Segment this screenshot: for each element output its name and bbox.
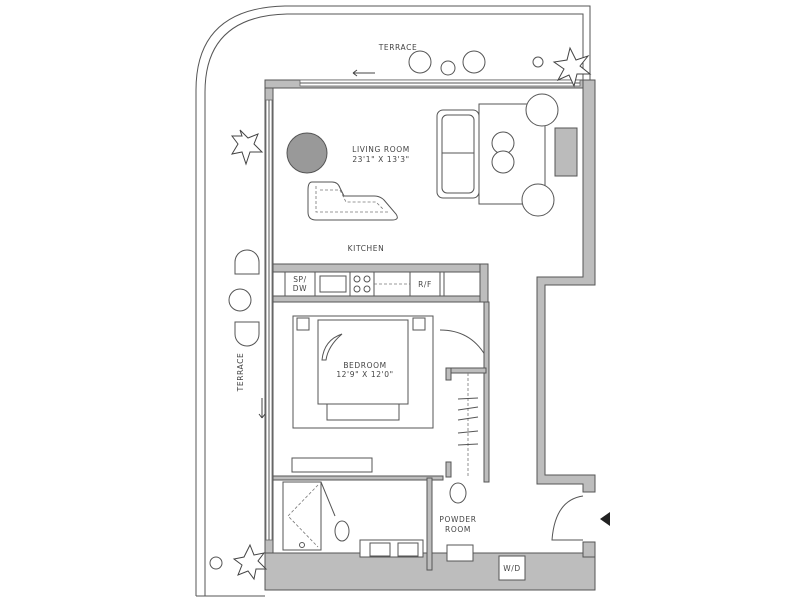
bed: [292, 315, 434, 429]
terrace-top-label: TERRACE: [378, 43, 418, 52]
entry-arrow-icon: [600, 512, 610, 526]
rf-label: R/F: [418, 280, 432, 289]
bedroom-door: [439, 302, 486, 480]
arrow-icon: [258, 69, 375, 419]
kitchen-label: KITCHEN: [348, 244, 385, 253]
closet: [445, 367, 487, 478]
terrace-furniture: [209, 50, 544, 570]
kitchen-counter: [272, 263, 489, 303]
living-room-dims: 23'1" X 13'3": [352, 155, 409, 164]
round-table: [286, 132, 328, 174]
bedroom-dims: 12'9" X 12'0": [336, 370, 393, 379]
sp-dw-label-2: DW: [293, 284, 307, 293]
bathroom-fixtures: [282, 481, 474, 562]
bedroom-label: BEDROOM: [343, 361, 386, 370]
entry-door: [551, 495, 584, 541]
windows: [265, 79, 581, 541]
terrace-outline: [195, 5, 591, 596]
terrace-left-label: TERRACE: [236, 353, 245, 393]
wd-label: W/D: [503, 564, 521, 573]
washer-dryer: [498, 555, 526, 581]
sofa: [436, 93, 578, 217]
powder-room-label: POWDER: [439, 515, 476, 524]
powder-room-label-2: ROOM: [445, 525, 471, 534]
sp-dw-label: SP/: [293, 275, 307, 284]
dresser: [291, 457, 373, 473]
sectional-island: [307, 181, 398, 221]
living-room-label: LIVING ROOM: [352, 145, 410, 154]
plant-icon: [230, 46, 592, 581]
